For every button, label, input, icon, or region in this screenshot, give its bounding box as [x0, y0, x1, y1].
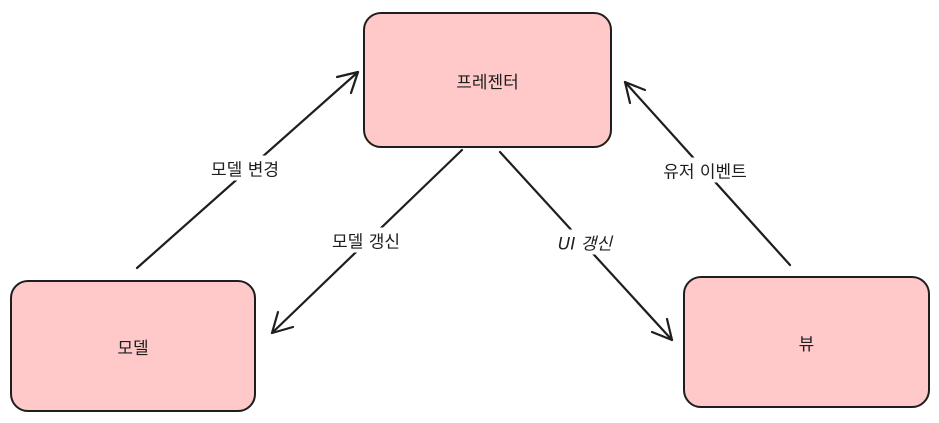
view-label: 뷰 — [798, 334, 815, 355]
edge-label-model-update: 모델 갱신 — [329, 227, 403, 253]
edge-label-ui-update: UI 갱신 — [554, 229, 616, 255]
view-node[interactable]: 뷰 — [683, 276, 930, 408]
model-node[interactable]: 모델 — [10, 280, 256, 412]
model-label: 모델 — [117, 338, 149, 359]
edge-label-model-change: 모델 변경 — [208, 155, 282, 181]
presenter-node[interactable]: 프레젠터 — [363, 12, 612, 148]
presenter-label: 프레젠터 — [456, 72, 519, 93]
edge-label-user-event: 유저 이벤트 — [660, 157, 750, 183]
